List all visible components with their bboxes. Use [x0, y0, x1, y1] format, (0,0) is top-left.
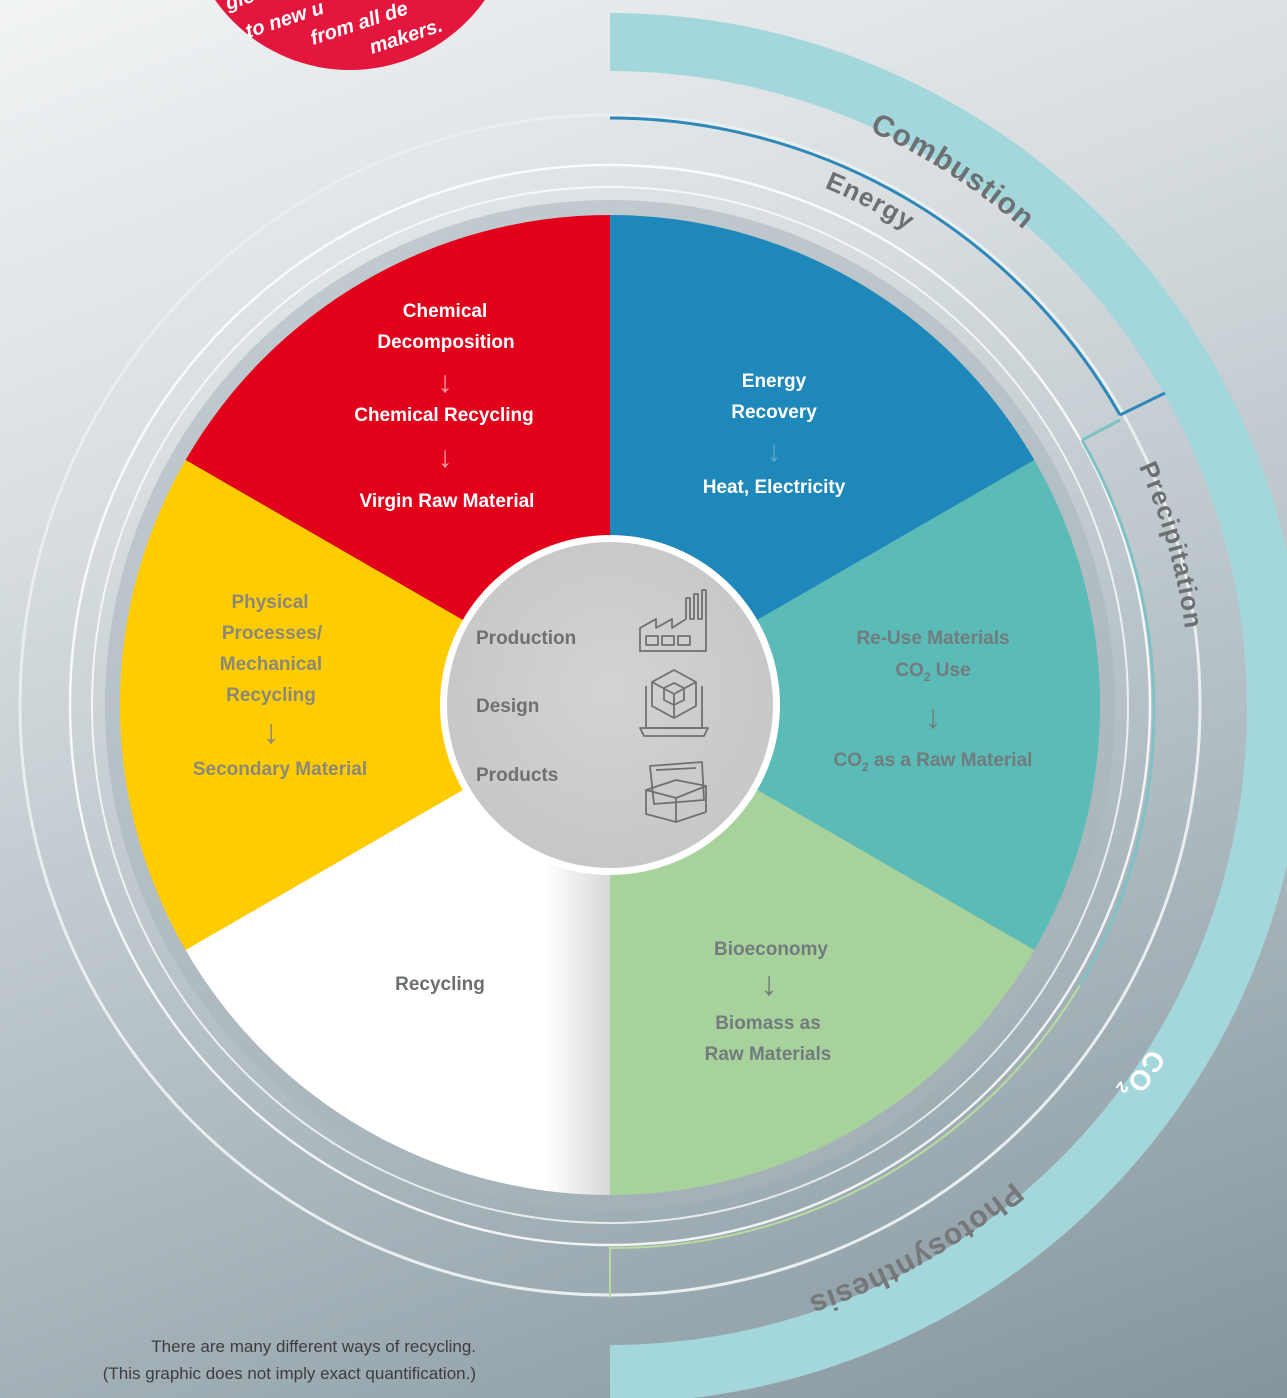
design-cube-laptop-icon — [639, 669, 709, 737]
energy-arc-tick — [1119, 391, 1166, 417]
co2-line-1: Re-Use Materials — [856, 628, 1009, 649]
energy-line-2: Recovery — [731, 402, 817, 423]
arrow-down-icon: ↓ — [438, 441, 453, 474]
energy-line-1: Energy — [742, 371, 807, 392]
energy-labels: Energy Recovery ↓ Heat, Electricity — [703, 371, 846, 498]
arrow-down-icon: ↓ — [925, 698, 942, 736]
energy-line-3: Heat, Electricity — [703, 477, 846, 498]
caption: There are many different ways of recycli… — [20, 1333, 476, 1387]
center-hub — [447, 542, 773, 868]
center-design-label: Design — [476, 696, 539, 717]
arrow-down-icon: ↓ — [263, 713, 280, 751]
co2-line-3: CO2 as a Raw Material — [834, 750, 1033, 774]
recycling-labels: Recycling — [395, 974, 485, 995]
factory-icon — [639, 589, 707, 652]
bio-line-3: Raw Materials — [705, 1044, 832, 1065]
chemical-line-4: Virgin Raw Material — [360, 491, 535, 512]
chemical-labels: Chemical Decomposition ↓ Chemical Recycl… — [354, 301, 534, 512]
co2-labels: Re-Use Materials CO2 Use ↓ CO2 as a Raw … — [834, 628, 1033, 774]
chemical-line-3: Chemical Recycling — [354, 405, 534, 426]
physical-line-2: Processes/ — [222, 623, 323, 644]
recycling-line-1: Recycling — [395, 974, 485, 995]
bio-line-1: Bioeconomy — [714, 939, 828, 960]
inner-ring — [91, 186, 1129, 1224]
bio-line-2: Biomass as — [715, 1013, 821, 1034]
precipitation-arc — [1078, 439, 1156, 986]
physical-line-3: Mechanical — [220, 654, 322, 675]
physical-line-5: Secondary Material — [193, 759, 367, 780]
chemical-line-2: Decomposition — [377, 332, 514, 353]
segment-co2 — [610, 460, 1101, 950]
middle-ring — [68, 163, 1152, 1247]
energy-arc — [609, 116, 1122, 416]
bio-labels: Bioeconomy ↓ Biomass as Raw Materials — [705, 939, 832, 1065]
caption-line-2: (This graphic does not imply exact quant… — [102, 1364, 476, 1383]
center-labels: Production Design Products — [476, 628, 576, 786]
segment-physical — [119, 460, 610, 950]
precipitation-arc-tick — [1081, 418, 1121, 442]
caption-line-1: There are many different ways of recycli… — [151, 1337, 476, 1356]
arrow-down-icon: ↓ — [438, 366, 453, 399]
arrow-down-icon: ↓ — [761, 965, 778, 1003]
physical-labels: Physical Processes/ Mechanical Recycling… — [193, 592, 367, 780]
arrow-down-icon: ↓ — [767, 435, 782, 468]
photosynthesis-arc — [609, 984, 1081, 1298]
chemical-line-1: Chemical — [403, 301, 487, 322]
center-products-label: Products — [476, 765, 558, 786]
physical-line-4: Recycling — [226, 685, 316, 706]
center-production-label: Production — [476, 628, 576, 649]
co2-line-2: CO2 Use — [895, 660, 970, 684]
physical-line-1: Physical — [231, 592, 308, 613]
boxes-icon — [645, 761, 707, 823]
callout-badge: glo to new u from all de makers. — [215, 0, 485, 70]
